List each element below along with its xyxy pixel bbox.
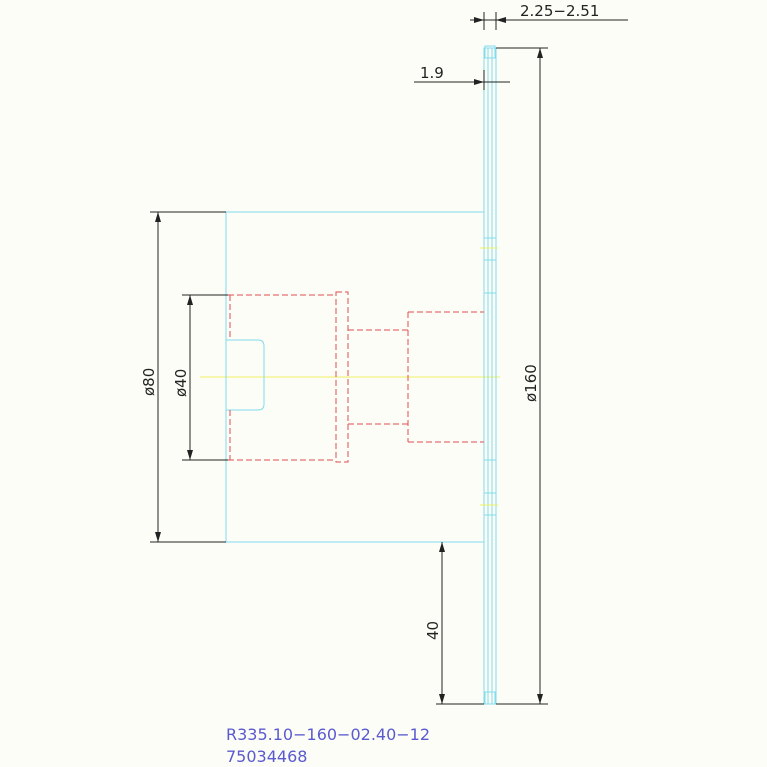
hub-offset-label: 1.9: [420, 64, 444, 82]
part-code: R335.10−160−02.40−12: [226, 725, 430, 744]
dimension-arrows: [155, 17, 543, 704]
body-diameter-label: ø80: [140, 368, 158, 396]
thickness-range-label: 2.25−2.51: [520, 2, 599, 20]
outer-diameter-label: ø160: [522, 364, 540, 402]
cutter-disc: [483, 45, 497, 705]
hidden-features: [228, 291, 484, 463]
dimension-lines: [150, 12, 628, 705]
keyway-slot: [226, 339, 265, 411]
disc-marks: [480, 247, 498, 506]
edge-gap-label: 40: [424, 621, 442, 640]
bore-diameter-label: ø40: [172, 369, 190, 397]
part-number: 75034468: [226, 747, 307, 766]
